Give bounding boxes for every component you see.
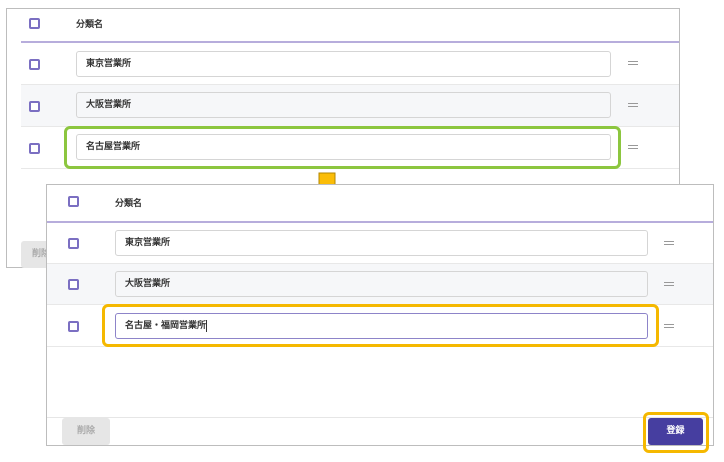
drag-handle-icon[interactable] bbox=[664, 282, 674, 286]
row-checkbox[interactable] bbox=[68, 321, 79, 332]
after-panel: 分類名 東京営業所 大阪営業所 名古屋・福岡営業所 削除 登録 bbox=[46, 184, 714, 446]
category-name-input[interactable]: 大阪営業所 bbox=[76, 92, 611, 118]
category-name-input[interactable]: 大阪営業所 bbox=[115, 271, 648, 297]
select-all-checkbox[interactable] bbox=[68, 196, 79, 207]
row-checkbox[interactable] bbox=[29, 143, 40, 154]
row-checkbox[interactable] bbox=[29, 59, 40, 70]
table-row: 東京営業所 bbox=[21, 43, 679, 85]
category-name-input-focused[interactable]: 名古屋・福岡営業所 bbox=[115, 313, 648, 339]
drag-handle-icon[interactable] bbox=[664, 241, 674, 245]
highlight-edited-input bbox=[102, 304, 659, 347]
category-name-input[interactable]: 名古屋営業所 bbox=[76, 134, 611, 160]
select-all-checkbox[interactable] bbox=[29, 18, 40, 29]
drag-handle-icon[interactable] bbox=[664, 324, 674, 328]
category-name-input[interactable]: 東京営業所 bbox=[76, 51, 611, 77]
table-row: 名古屋・福岡営業所 bbox=[47, 305, 713, 347]
table-row: 大阪営業所 bbox=[21, 85, 679, 127]
delete-button[interactable]: 削除 bbox=[62, 418, 110, 445]
category-name-input[interactable]: 東京営業所 bbox=[115, 230, 648, 256]
table-header: 分類名 bbox=[21, 9, 679, 43]
table-header: 分類名 bbox=[47, 185, 713, 223]
text-caret bbox=[206, 319, 208, 332]
footer-bar: 削除 登録 bbox=[47, 417, 713, 445]
column-header-category-name: 分類名 bbox=[76, 20, 104, 30]
drag-handle-icon[interactable] bbox=[628, 61, 638, 65]
highlight-before-edit bbox=[64, 126, 621, 169]
row-checkbox[interactable] bbox=[68, 238, 79, 249]
table-row: 東京営業所 bbox=[47, 223, 713, 264]
table-row: 大阪営業所 bbox=[47, 264, 713, 305]
drag-handle-icon[interactable] bbox=[628, 145, 638, 149]
drag-handle-icon[interactable] bbox=[628, 103, 638, 107]
register-button[interactable]: 登録 bbox=[648, 418, 703, 445]
input-value: 名古屋・福岡営業所 bbox=[125, 321, 207, 331]
highlight-register-button bbox=[643, 412, 709, 453]
column-header-category-name: 分類名 bbox=[115, 199, 143, 209]
row-checkbox[interactable] bbox=[29, 101, 40, 112]
row-checkbox[interactable] bbox=[68, 279, 79, 290]
